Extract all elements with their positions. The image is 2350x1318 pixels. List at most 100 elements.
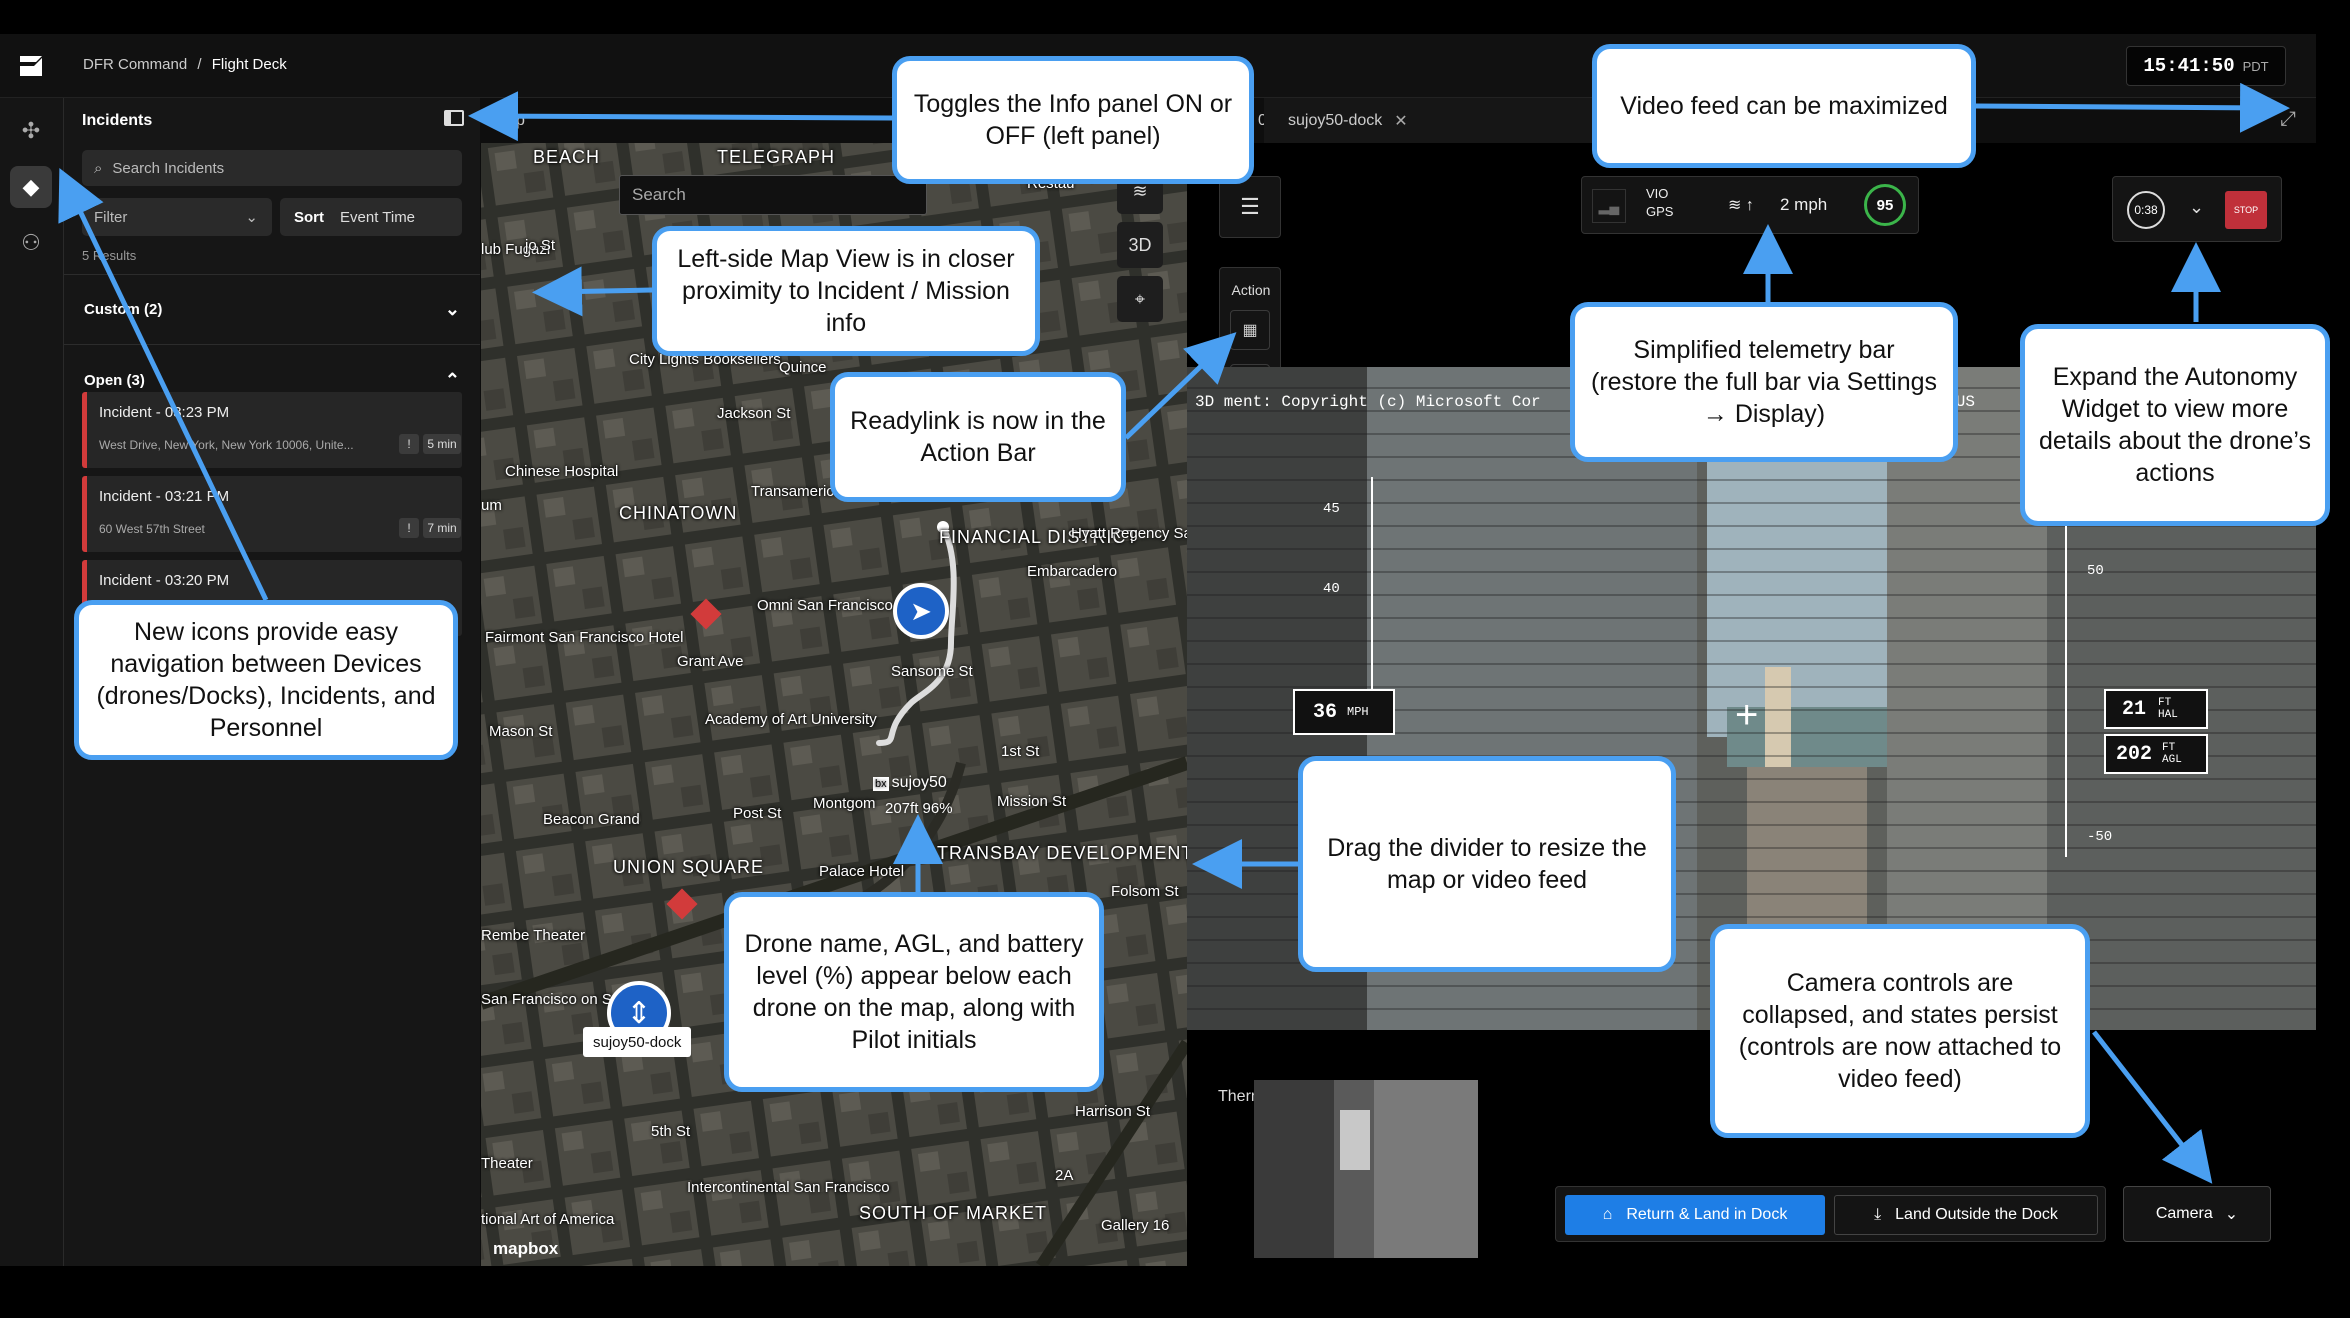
tab-number: 0 xyxy=(1258,112,1267,129)
maximize-icon[interactable]: ⤢ xyxy=(2280,108,2296,130)
open-section-label: Open (3) xyxy=(84,372,145,389)
land-button-label: Land Outside the Dock xyxy=(1895,1206,2058,1223)
app-logo-icon xyxy=(20,56,42,76)
map-label: Grant Ave xyxy=(677,653,744,670)
map-label: Beacon Grand xyxy=(543,811,640,828)
callout-drone-label: Drone name, AGL, and battery level (%) a… xyxy=(724,892,1104,1092)
speed-value: 36 xyxy=(1313,700,1338,724)
panel-toggle-icon[interactable] xyxy=(444,110,464,126)
map-label: Post St xyxy=(733,805,782,822)
map-label: Rembe Theater xyxy=(481,927,585,944)
incident-card[interactable]: Incident - 03:21 PM 60 West 57th Street … xyxy=(82,476,462,552)
map-search-input[interactable]: Search xyxy=(619,175,927,215)
tick-label: 50 xyxy=(2087,563,2104,579)
stop-button[interactable]: STOP xyxy=(2225,191,2267,229)
agl-value: 202 xyxy=(2116,742,2153,766)
window-row xyxy=(1187,502,2316,504)
pilot-initials-icon: bx xyxy=(873,777,889,791)
telemetry-bar[interactable]: ▂▄ VIO GPS ≋ ↑ 2 mph 95 xyxy=(1581,176,1919,234)
thermal-feed[interactable] xyxy=(1254,1080,1478,1258)
autonomy-timer: 0:38 xyxy=(2127,191,2165,229)
callout-map-view: Left-side Map View is in closer proximit… xyxy=(652,226,1040,356)
recenter-icon[interactable]: ⌖ xyxy=(1117,276,1163,322)
incident-title: Incident - 03:21 PM xyxy=(99,488,230,505)
camera-dropdown[interactable]: Camera ⌄ xyxy=(2123,1186,2271,1242)
window-row xyxy=(1187,686,2316,688)
breadcrumb-root[interactable]: DFR Command xyxy=(83,56,188,73)
map-label: FINANCIAL DISTRICT xyxy=(939,527,1139,547)
map-label: SOUTH OF MARKET xyxy=(859,1203,1048,1223)
incidents-icon[interactable]: ◆ xyxy=(10,166,52,208)
signal-icon: ▂▄ xyxy=(1592,189,1626,223)
callout-toggle-panel: Toggles the Info panel ON or OFF (left p… xyxy=(892,56,1254,184)
callout-readylink: Readylink is now in the Action Bar xyxy=(830,372,1126,502)
custom-section-header[interactable]: Custom (2) ⌄ xyxy=(64,274,480,344)
incident-title: Incident - 03:20 PM xyxy=(99,572,230,589)
chevron-down-icon[interactable]: ⌄ xyxy=(2189,197,2205,217)
speed-readout: 36 MPH xyxy=(1293,689,1395,735)
map-label: Quince xyxy=(779,359,827,376)
breadcrumb-separator: / xyxy=(197,56,202,73)
speed-unit: MPH xyxy=(1347,705,1369,719)
speed-tape: 45 40 xyxy=(1313,477,1373,717)
filter-dropdown[interactable]: Filter ⌄ xyxy=(82,198,272,236)
map-label: Fairmont San Francisco Hotel xyxy=(485,629,684,646)
window-row xyxy=(1187,801,2316,803)
land-outside-button[interactable]: ⤓ Land Outside the Dock xyxy=(1834,1195,2098,1235)
autonomy-widget[interactable]: 0:38 ⌄ STOP xyxy=(2112,176,2282,242)
settings-sliders-icon[interactable]: ☰ xyxy=(1219,176,1281,238)
incident-address: West Drive, New York, New York 10006, Un… xyxy=(99,438,354,452)
callout-telemetry: Simplified telemetry bar (restore the fu… xyxy=(1570,302,1958,462)
wind-speed: 2 mph xyxy=(1780,195,1828,214)
wind-icon: ≋ ↑ xyxy=(1728,197,1754,214)
map-label: Theater xyxy=(481,1155,533,1172)
window-row xyxy=(1187,732,2316,734)
window-row xyxy=(1187,893,2316,895)
gps-label: GPS xyxy=(1646,204,1674,219)
window-row xyxy=(1187,709,2316,711)
callout-divider: Drag the divider to resize the map or vi… xyxy=(1298,756,1676,972)
action-bar-title: Action xyxy=(1231,282,1271,298)
map-label: lub Fugazi xyxy=(481,241,551,258)
flight-path xyxy=(876,521,957,746)
map-label: 2A xyxy=(1055,1167,1074,1184)
positioning-status: VIO GPS xyxy=(1646,185,1673,221)
map-3d-button[interactable]: 3D xyxy=(1117,222,1163,268)
map-label: Sansome St xyxy=(891,663,973,680)
map-label: Jackson St xyxy=(717,405,791,422)
window-row xyxy=(1187,525,2316,527)
close-icon[interactable]: ✕ xyxy=(1394,112,1408,130)
sort-dropdown[interactable]: Sort Event Time xyxy=(280,198,462,236)
map-label: Chinese Hospital xyxy=(505,463,619,480)
incident-card[interactable]: Incident - 03:23 PM West Drive, New York… xyxy=(82,392,462,468)
sort-label: Sort xyxy=(294,208,324,226)
map-label: Montgom xyxy=(813,795,876,812)
download-icon: ⤓ xyxy=(1874,1206,1882,1223)
dock-label: sujoy50-dock xyxy=(583,1027,692,1057)
callout-autonomy: Expand the Autonomy Widget to view more … xyxy=(2020,324,2330,526)
tab-partial[interactable]: p xyxy=(516,112,525,129)
filter-label: Filter xyxy=(94,208,128,226)
map-label: um xyxy=(481,497,502,514)
return-land-dock-button[interactable]: ⌂ Return & Land in Dock xyxy=(1565,1195,1825,1235)
camera-label: Camera xyxy=(2155,1205,2213,1222)
map-label: TELEGRAPH xyxy=(717,147,836,167)
drone-stats: 207ft 96% xyxy=(885,800,953,817)
search-incidents-input[interactable]: ⌕ Search Incidents xyxy=(82,150,462,186)
window-row xyxy=(1187,548,2316,550)
personnel-icon[interactable]: ⚇ xyxy=(21,230,41,255)
map-label: Embarcadero xyxy=(1027,563,1118,580)
drone-marker[interactable]: ➤ xyxy=(893,583,949,639)
custom-section-label: Custom (2) xyxy=(84,301,163,318)
window-row xyxy=(1187,571,2316,573)
map-label: BEACH xyxy=(533,147,601,167)
devices-icon[interactable]: ✣ xyxy=(21,118,41,143)
map-label: 1st St xyxy=(1001,743,1040,760)
results-count: 5 Results xyxy=(82,248,137,263)
tick-label: 40 xyxy=(1323,581,1340,597)
readylink-icon[interactable]: ▦ xyxy=(1230,310,1270,350)
tab-bar: p 0 sujoy50-dock ✕ ⤢ xyxy=(480,98,2316,143)
map-label: Intercontinental San Francisco xyxy=(687,1179,890,1196)
breadcrumb: DFR Command / Flight Deck xyxy=(83,56,287,73)
